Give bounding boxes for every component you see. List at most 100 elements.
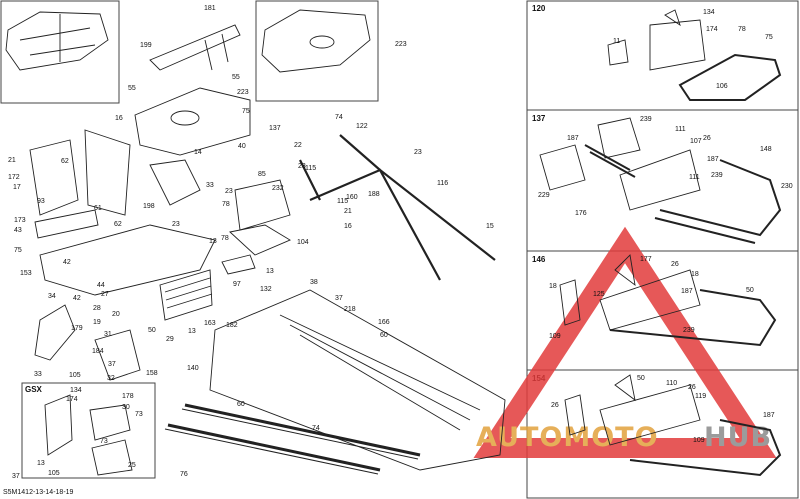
callout-number: 115 — [337, 198, 348, 205]
part-bracket — [221, 254, 256, 275]
section-label-gsx: GSX — [25, 385, 43, 394]
callout-number: 111 — [675, 126, 686, 133]
part-154-support — [564, 394, 586, 436]
callout-number: 75 — [14, 247, 22, 254]
part-120-rear-bumper-bracket — [649, 19, 706, 71]
callout-number: 148 — [760, 146, 772, 153]
callout-number: 140 — [187, 365, 199, 372]
part-chassis-inset-opening — [309, 35, 335, 49]
callout-number: 166 — [378, 319, 390, 326]
callout-number: 176 — [575, 210, 587, 217]
section-label-146: 146 — [532, 255, 546, 264]
callout-number: 50 — [746, 287, 754, 294]
watermark-text-prefix: AUTOMOTO — [476, 422, 659, 453]
watermark-triangle-icon — [473, 226, 777, 458]
callout-number: 26 — [703, 135, 711, 142]
part-front-bumper — [34, 209, 99, 239]
part-146-bumper — [609, 289, 777, 347]
callout-number: 23 — [225, 188, 233, 195]
part-154-hook — [614, 374, 636, 402]
part-tunnel — [209, 289, 506, 471]
part-137-rear-bumper — [659, 159, 782, 237]
part-running-boards — [167, 403, 421, 472]
part-rear-engine-support — [234, 179, 291, 231]
callout-number: 31 — [104, 331, 112, 338]
callout-number: 110 — [666, 380, 677, 387]
callout-number: 134 — [703, 9, 715, 16]
callout-number: 26 — [671, 261, 679, 268]
callout-number: 106 — [716, 83, 728, 90]
callout-number: 125 — [593, 291, 605, 298]
callout-number: 22 — [294, 142, 302, 149]
part-running-board-edges — [164, 408, 419, 475]
callout-number: 74 — [312, 425, 320, 432]
part-154-bumper — [629, 419, 782, 477]
inset-frame-top-left — [0, 0, 120, 104]
callout-number: 62 — [61, 158, 69, 165]
part-146-support — [559, 279, 581, 326]
callout-number: 76 — [180, 471, 188, 478]
callout-number: 37 — [108, 361, 116, 368]
watermark-text-suffix: HUB — [704, 422, 772, 453]
callout-number: 60 — [237, 401, 245, 408]
callout-number: 73 — [135, 411, 143, 418]
callout-number: 42 — [73, 295, 81, 302]
callout-number: 29 — [166, 336, 174, 343]
callout-number: 177 — [640, 256, 652, 263]
callout-number: 223 — [237, 89, 249, 96]
callout-number: 26 — [551, 402, 559, 409]
callout-number: 21 — [8, 157, 16, 164]
callout-number: 187 — [681, 288, 693, 295]
callout-number: 13 — [37, 460, 45, 467]
callout-number: 239 — [683, 327, 695, 334]
callout-number: 229 — [538, 192, 550, 199]
part-gsx-bracket — [44, 394, 73, 456]
callout-number: 44 — [97, 282, 105, 289]
callout-number: 42 — [63, 259, 71, 266]
callout-number: 160 — [346, 194, 358, 201]
gsx-inset-frame — [21, 382, 156, 479]
callout-number: 37 — [12, 473, 20, 480]
callout-number: 85 — [258, 171, 266, 178]
callout-number: 198 — [143, 203, 155, 210]
callout-number: 60 — [380, 332, 388, 339]
part-floor-pan — [39, 224, 216, 296]
part-137-bracket — [619, 149, 701, 211]
callout-number: 78 — [738, 26, 746, 33]
callout-number: 30 — [122, 404, 130, 411]
callout-number: 132 — [260, 286, 272, 293]
callout-number: 105 — [48, 470, 60, 477]
callout-number: 187 — [763, 412, 775, 419]
callout-number: 199 — [140, 42, 152, 49]
part-upper-frame — [134, 87, 251, 156]
part-front-frame-braces — [19, 14, 96, 62]
callout-number: 158 — [146, 370, 158, 377]
callout-number: 13 — [266, 268, 274, 275]
part-engine-mount — [149, 159, 201, 206]
part-left-footrest — [34, 304, 76, 361]
callout-number: 55 — [232, 74, 240, 81]
callout-number: 174 — [66, 396, 78, 403]
callout-number: 122 — [356, 123, 368, 130]
callout-number: 172 — [8, 174, 20, 181]
part-heat-exchanger — [159, 269, 213, 321]
callout-number: 43 — [14, 227, 22, 234]
part-right-side-panel — [84, 129, 131, 216]
part-154-plate — [599, 384, 701, 446]
callout-number: 119 — [695, 393, 706, 400]
part-chassis-inset — [261, 9, 371, 73]
part-steering-legs — [204, 33, 229, 71]
callout-number: 55 — [128, 85, 136, 92]
callout-number: 178 — [122, 393, 134, 400]
callout-number: 27 — [101, 291, 109, 298]
callout-number: 18 — [691, 271, 699, 278]
callout-number: 78 — [221, 235, 229, 242]
callout-number: 187 — [707, 156, 719, 163]
callout-number: 34 — [48, 293, 56, 300]
callout-number: 15 — [486, 223, 494, 230]
part-suspension-rods — [299, 134, 496, 281]
callout-number: 25 — [128, 462, 136, 469]
callout-number: 75 — [242, 108, 250, 115]
callout-number: 37 — [335, 295, 343, 302]
callout-number: 107 — [690, 138, 702, 145]
